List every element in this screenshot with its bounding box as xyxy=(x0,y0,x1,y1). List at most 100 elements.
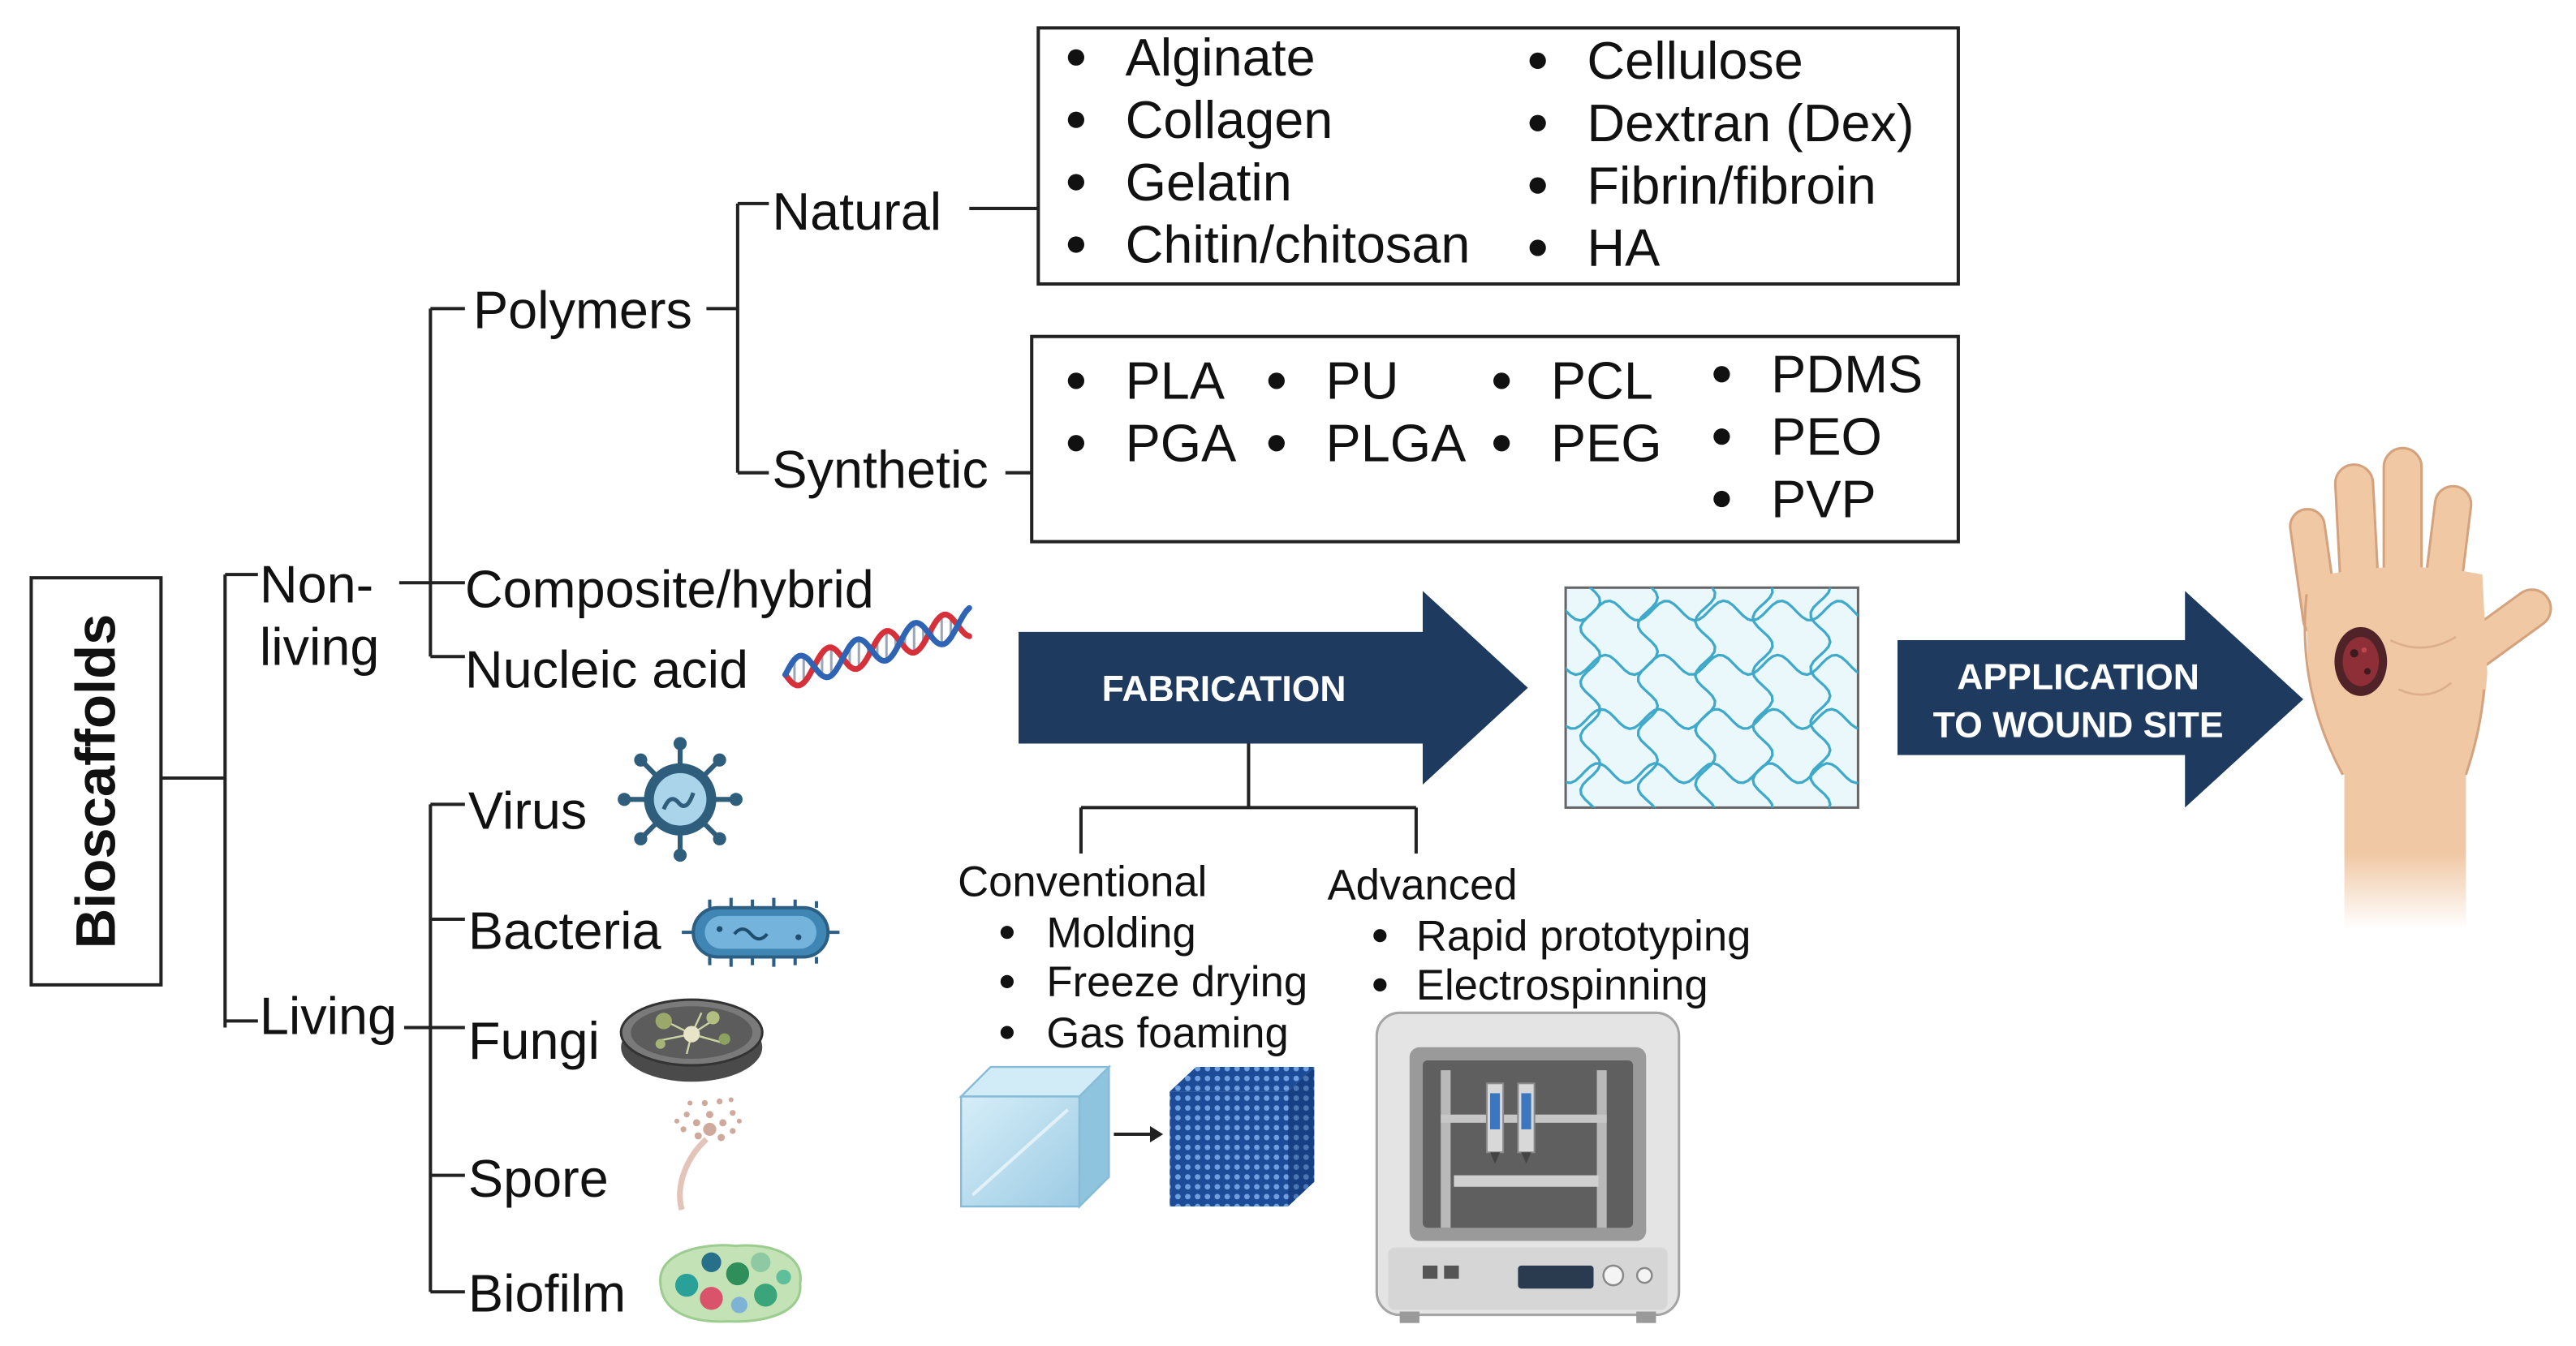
synthetic-item: PEO xyxy=(1771,406,1882,466)
natural-item: Chitin/chitosan xyxy=(1126,215,1471,274)
bullet xyxy=(1067,111,1084,128)
synthetic-item: PU xyxy=(1326,351,1399,411)
non-living-label-line1: Non- xyxy=(260,555,373,614)
living-item-virus: Virus xyxy=(468,781,587,841)
conventional-item: Gas foaming xyxy=(1046,1009,1288,1057)
synthetic-polymers-box: PLA PGA PU PLGA PCL PEG PDMS PEO PVP xyxy=(1030,334,1960,544)
bullet xyxy=(1000,926,1014,940)
bullet xyxy=(1529,52,1546,69)
mesh-fiber xyxy=(1579,587,1602,808)
3d-printer-icon xyxy=(1375,1011,1681,1323)
fabrication-arrow: FABRICATION xyxy=(1019,591,1528,785)
natural-item: HA xyxy=(1587,218,1661,277)
porous-scaffold-icon xyxy=(1170,1067,1315,1207)
bullet xyxy=(1529,114,1546,131)
bullet xyxy=(1268,435,1285,452)
bacteria-icon xyxy=(682,897,840,967)
non-living-label-line2: living xyxy=(260,617,380,676)
spore-icon xyxy=(674,1097,742,1211)
bullet xyxy=(1493,372,1510,389)
bullet xyxy=(1067,236,1084,253)
dna-strand-red xyxy=(782,611,972,689)
bullet xyxy=(1373,929,1387,943)
synthetic-label: Synthetic xyxy=(772,440,988,499)
bullet xyxy=(1529,239,1546,256)
bullet xyxy=(1493,435,1510,452)
bullet xyxy=(1529,177,1546,194)
root-box xyxy=(29,576,163,987)
synthetic-item: PVP xyxy=(1771,469,1876,528)
bullet xyxy=(1713,490,1730,508)
synthetic-item: PDMS xyxy=(1771,345,1923,404)
bullet xyxy=(1067,435,1084,452)
dna-strand-blue xyxy=(782,604,972,681)
root-branch xyxy=(161,573,258,1028)
mesh-fiber xyxy=(1809,587,1832,808)
living-label: Living xyxy=(260,987,397,1046)
natural-label: Natural xyxy=(772,182,941,241)
natural-item: Gelatin xyxy=(1126,153,1292,212)
living-item-biofilm: Biofilm xyxy=(468,1264,626,1323)
bullet xyxy=(1713,366,1730,383)
advanced-label: Advanced xyxy=(1328,862,1518,910)
synthetic-item: PCL xyxy=(1551,351,1653,411)
synthetic-item: PLA xyxy=(1126,351,1226,411)
ice-cube-icon xyxy=(958,1064,1112,1209)
conventional-label: Conventional xyxy=(958,858,1207,906)
bullet xyxy=(1067,49,1084,66)
natural-polymers-box: Alginate Collagen Gelatin Chitin/chitosa… xyxy=(1036,26,1960,286)
living-item-bacteria: Bacteria xyxy=(468,901,662,960)
bullet xyxy=(1713,428,1730,445)
natural-item: Dextran (Dex) xyxy=(1587,93,1914,153)
synthetic-item: PEG xyxy=(1551,414,1662,473)
dna-icon xyxy=(782,604,972,689)
root-title: Bioscaffolds xyxy=(65,614,127,949)
non-living-branch xyxy=(398,307,465,659)
arrow-right-icon xyxy=(1114,1125,1164,1143)
mesh-fiber xyxy=(1751,587,1774,808)
natural-item: Alginate xyxy=(1126,28,1316,87)
natural-item: Cellulose xyxy=(1587,31,1803,90)
bullet xyxy=(1067,372,1084,389)
natural-item: Collagen xyxy=(1126,90,1333,149)
hand-wound-icon xyxy=(2289,446,2552,930)
advanced-item: Electrospinning xyxy=(1416,961,1708,1009)
advanced-item: Rapid prototyping xyxy=(1416,912,1751,960)
tree-connectors xyxy=(161,201,1039,1294)
petri-dish-icon xyxy=(619,998,764,1082)
polymers-label: Polymers xyxy=(473,281,692,340)
root-node: Bioscaffolds xyxy=(29,576,163,987)
application-arrow: APPLICATION TO WOUND SITE xyxy=(1897,591,2303,808)
bullet xyxy=(1000,974,1014,988)
polymer-box-connectors xyxy=(969,206,1039,475)
natural-item: Fibrin/fibroin xyxy=(1587,156,1876,215)
application-label-line1: APPLICATION xyxy=(1957,658,2199,698)
mesh-fiber xyxy=(1694,587,1717,808)
fabrication-label: FABRICATION xyxy=(1102,669,1346,709)
mesh-scaffold-icon xyxy=(1564,586,1859,809)
nucleic-acid-label: Nucleic acid xyxy=(465,640,748,699)
bullet xyxy=(1268,372,1285,389)
synthetic-item: PLGA xyxy=(1326,414,1467,473)
biofilm-icon xyxy=(659,1244,802,1323)
application-label-line2: TO WOUND SITE xyxy=(1933,705,2224,745)
bullet xyxy=(1373,978,1387,991)
application-arrow-shape xyxy=(1897,591,2303,808)
living-item-spore: Spore xyxy=(468,1149,609,1208)
conventional-item: Molding xyxy=(1046,909,1195,957)
mesh-fibers xyxy=(1566,587,1859,808)
natural-box-frame xyxy=(1036,26,1960,286)
living-branch xyxy=(403,802,465,1294)
polymers-branch xyxy=(706,201,769,475)
mesh-fiber xyxy=(1636,587,1660,808)
bullet xyxy=(1000,1026,1014,1039)
conventional-item: Freeze drying xyxy=(1046,958,1307,1006)
bullet xyxy=(1067,174,1084,191)
virus-icon xyxy=(618,737,743,862)
composite-label: Composite/hybrid xyxy=(465,560,874,619)
fabrication-arrow-shape xyxy=(1019,591,1528,785)
fabrication-branch xyxy=(1079,743,1418,854)
synthetic-item: PGA xyxy=(1126,414,1238,473)
living-item-fungi: Fungi xyxy=(468,1011,600,1070)
